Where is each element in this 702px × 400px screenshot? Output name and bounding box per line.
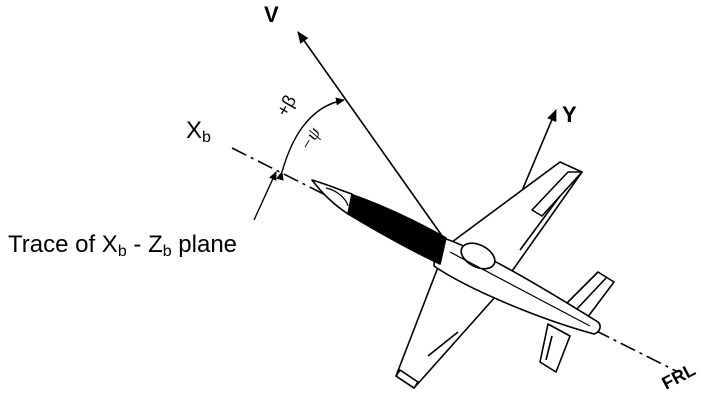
left-tail [539,323,571,373]
trace-label-sub2: b [163,243,172,260]
fuselage-forward-black [347,193,447,265]
beta-label: +β [272,92,300,120]
right-tail-line [575,277,607,311]
velocity-vector [297,31,446,241]
x-axis-label: Xb [186,117,211,146]
trace-label-sub1: b [118,243,127,260]
x-axis-label-sub: b [202,129,211,146]
left-tail-line [545,335,553,361]
nose-cone [311,179,353,215]
trace-label: Trace of Xb - Zb plane [8,231,237,260]
left-wing-tip [395,369,419,389]
trace-pointer-arrow [253,171,277,221]
fuselage-midline [449,251,591,327]
velocity-label: V [264,2,279,27]
left-wing-panel-line [427,331,459,357]
beta-angle-arc [275,97,345,181]
trace-label-suffix: plane [172,231,237,258]
x-axis-label-main: X [186,117,202,144]
frl-label: FRL [658,359,698,393]
right-wing-flap [531,171,583,217]
aircraft [311,161,615,389]
trace-label-mid: - Z [127,231,163,258]
y-axis-label: Y [562,102,577,127]
psi-label: −ψ [295,123,324,154]
nose-tip-detail [325,187,349,207]
trace-label-prefix: Trace of X [8,231,118,258]
body-x-axis-line [231,147,679,373]
right-wing-panel-line [519,195,561,251]
